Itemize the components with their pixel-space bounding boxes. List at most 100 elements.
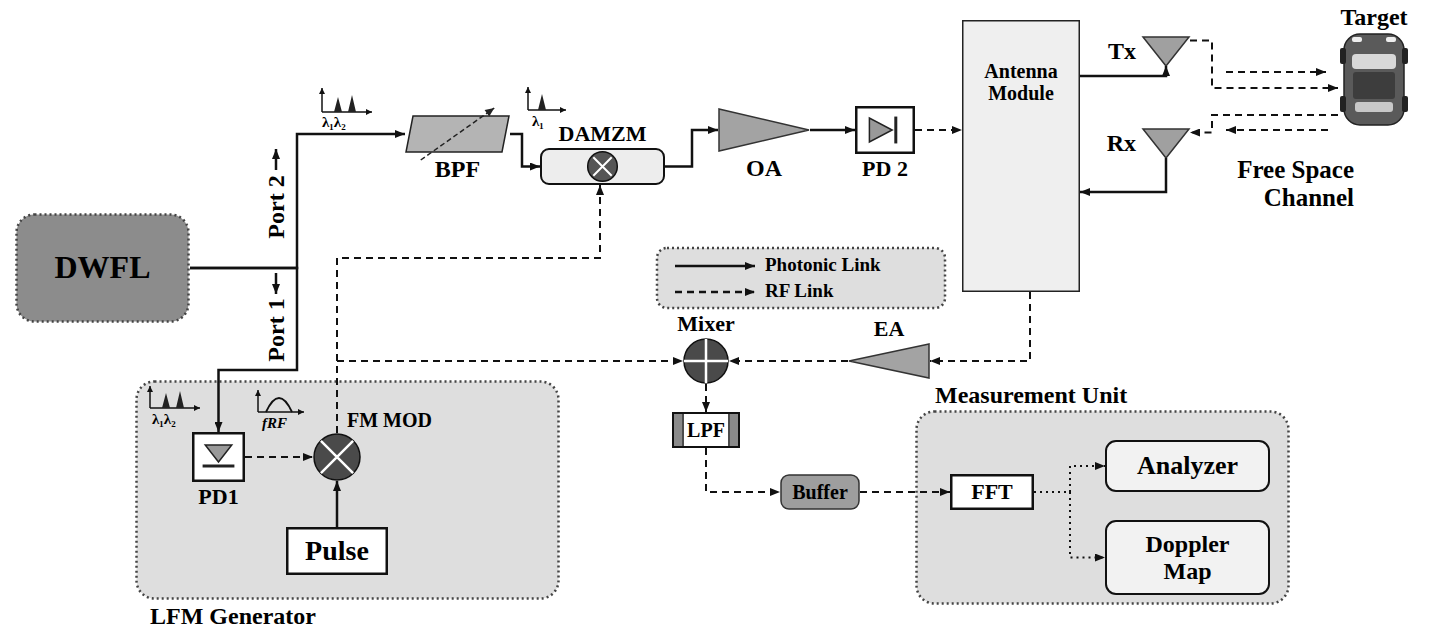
spectrum-icon	[150, 386, 200, 408]
shape-part	[684, 339, 728, 383]
shape-part	[849, 344, 929, 378]
spectrum-icon	[528, 87, 566, 110]
label-holder: fRF	[262, 415, 287, 432]
label-holder: λ₁λ₂	[152, 411, 176, 428]
node-label: Antenna Module	[971, 60, 1071, 104]
modulator-box: DAMZM	[540, 148, 665, 185]
shape-part	[1143, 37, 1189, 66]
process-box: Buffer	[780, 474, 860, 510]
shape-part	[1353, 72, 1395, 99]
process-box: FFT	[950, 474, 1034, 510]
node-label: LPF	[687, 419, 725, 441]
node-label: Rx	[1107, 130, 1136, 156]
process-box: Pulse	[286, 527, 388, 575]
rf-link	[1034, 466, 1105, 492]
label-holder: Port 1	[263, 298, 289, 361]
direction-arrow	[275, 149, 278, 170]
mixer-symbol: FM MOD	[313, 433, 361, 481]
shape-part	[1352, 37, 1362, 42]
shape-part	[781, 475, 859, 509]
label-holder: Free Space Channel	[1186, 156, 1354, 211]
spectrum-icon	[322, 88, 372, 112]
label-holder: λ₁	[532, 113, 544, 130]
photonic-link	[1080, 158, 1166, 192]
shape-part	[730, 414, 738, 446]
rf-link	[915, 129, 962, 131]
shape-part	[588, 152, 618, 182]
filter-box: LPF	[672, 412, 740, 448]
rf-link	[337, 361, 683, 433]
shape-part	[682, 413, 684, 447]
ampR-outline	[718, 108, 810, 152]
node-label: FFT	[971, 480, 1013, 504]
node-label: OA	[746, 155, 782, 181]
amplifier-symbol: EA	[848, 343, 930, 379]
car-outline	[1338, 32, 1410, 127]
shape-part	[17, 215, 189, 322]
shape-part	[541, 149, 664, 184]
shape-part	[421, 108, 495, 160]
shape-part	[287, 528, 387, 574]
process-box: Doppler Map	[1105, 520, 1270, 595]
photodiode-box: PD1	[192, 432, 245, 482]
photonic-link	[1080, 66, 1166, 76]
node-label: DWFL	[55, 250, 151, 285]
pd-outline	[855, 106, 915, 154]
shape-part	[917, 412, 1289, 604]
shape-part	[728, 413, 730, 447]
photonic-link	[190, 134, 405, 268]
rf-link	[706, 448, 780, 492]
shape-part	[593, 157, 611, 175]
antenna-symbol: Rx	[1142, 128, 1190, 158]
photonic-link	[810, 129, 855, 132]
shape-part	[485, 108, 495, 116]
label-holder: Measurement Unit	[935, 382, 1127, 408]
shape-part	[193, 433, 244, 481]
node-label: Buffer	[792, 481, 848, 503]
rf-link	[860, 491, 950, 493]
frequency-label: fRF	[262, 415, 287, 432]
rf-link	[1034, 492, 1105, 558]
legend-entry: Photonic Link	[765, 255, 881, 276]
photonic-link	[665, 130, 718, 167]
shape-part	[1355, 102, 1393, 112]
process-box: Analyzer	[1105, 440, 1270, 492]
node-label: LFM Generator	[150, 603, 316, 629]
rf-link	[245, 456, 313, 458]
rf-link	[705, 384, 707, 412]
node-label: EA	[874, 317, 905, 341]
rf-link	[1190, 41, 1338, 89]
shape-part	[1402, 96, 1408, 112]
rf-link	[337, 185, 600, 433]
wavelength-label: λ₁λ₂	[322, 114, 346, 131]
target-car: Target	[1338, 32, 1410, 127]
node-label: DAMZM	[559, 122, 647, 146]
shape-part	[963, 21, 1080, 292]
node-label: Target	[1340, 4, 1407, 30]
mixX-outline	[313, 433, 361, 481]
label-holder: Tx	[1108, 38, 1136, 64]
shape-part	[869, 118, 892, 142]
label-holder: Mixer	[677, 312, 734, 336]
antenna-outline	[1142, 128, 1190, 158]
rf-link	[930, 292, 1030, 361]
shape-part	[203, 465, 235, 468]
rf-link	[729, 360, 848, 362]
mzm-outline	[540, 148, 665, 185]
label-holder: Port 2	[263, 175, 289, 238]
shape-part	[1386, 37, 1396, 42]
shape-part	[1340, 96, 1346, 112]
node-label: Analyzer	[1137, 452, 1238, 481]
shape-part	[1344, 34, 1404, 125]
node-label: FM MOD	[347, 409, 432, 431]
pd-outline	[192, 432, 245, 482]
label-holder: OA	[746, 155, 782, 181]
shape-part	[137, 382, 559, 599]
label-holder: LFM Generator	[150, 603, 316, 629]
shape-part	[1352, 54, 1396, 69]
ampL-outline	[848, 343, 930, 379]
shape-part	[684, 339, 728, 383]
legend-entry: RF Link	[765, 281, 833, 302]
port-label: Port 2	[263, 175, 289, 238]
antenna-outline	[1142, 36, 1190, 66]
